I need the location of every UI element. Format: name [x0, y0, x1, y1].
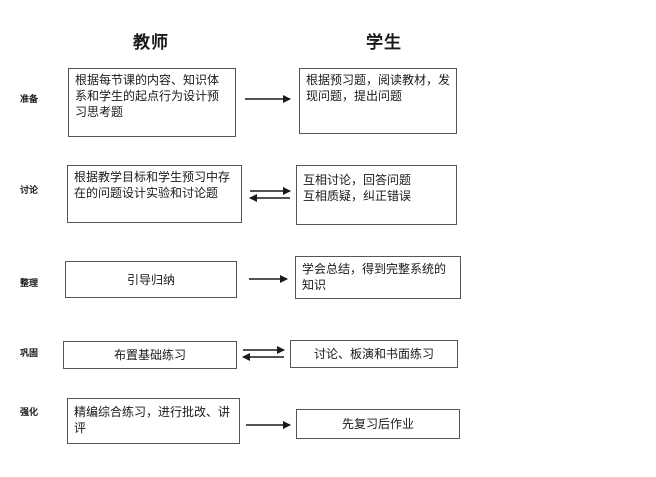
stage-label-consolidate: 巩固	[20, 349, 39, 359]
student-box-organize: 学会总结，得到完整系统的知识	[295, 256, 461, 299]
student-box-reinforce: 先复习后作业	[296, 409, 460, 439]
stage-label-prepare: 准备	[20, 95, 39, 105]
stage-label-organize: 整理	[20, 279, 39, 289]
teacher-box-discuss: 根据教学目标和学生预习中存在的问题设计实验和讨论题	[67, 165, 242, 223]
teacher-box-organize: 引导归纳	[65, 261, 237, 298]
teacher-box-consolidate: 布置基础练习	[63, 341, 237, 369]
stage-label-reinforce: 强化	[20, 408, 39, 418]
stage-label-discuss: 讨论	[20, 186, 39, 196]
student-box-discuss: 互相讨论，回答问题 互相质疑，纠正错误	[296, 165, 457, 225]
student-box-consolidate: 讨论、板演和书面练习	[290, 340, 458, 368]
student-box-prepare: 根据预习题，阅读教材，发现问题，提出问题	[299, 68, 457, 134]
teacher-box-prepare: 根据每节课的内容、知识体系和学生的起点行为设计预习思考题	[68, 68, 236, 137]
teacher-box-reinforce: 精编综合练习，进行批改、讲评	[67, 398, 240, 444]
student-column-header: 学生	[366, 33, 402, 53]
teacher-column-header: 教师	[133, 33, 169, 53]
